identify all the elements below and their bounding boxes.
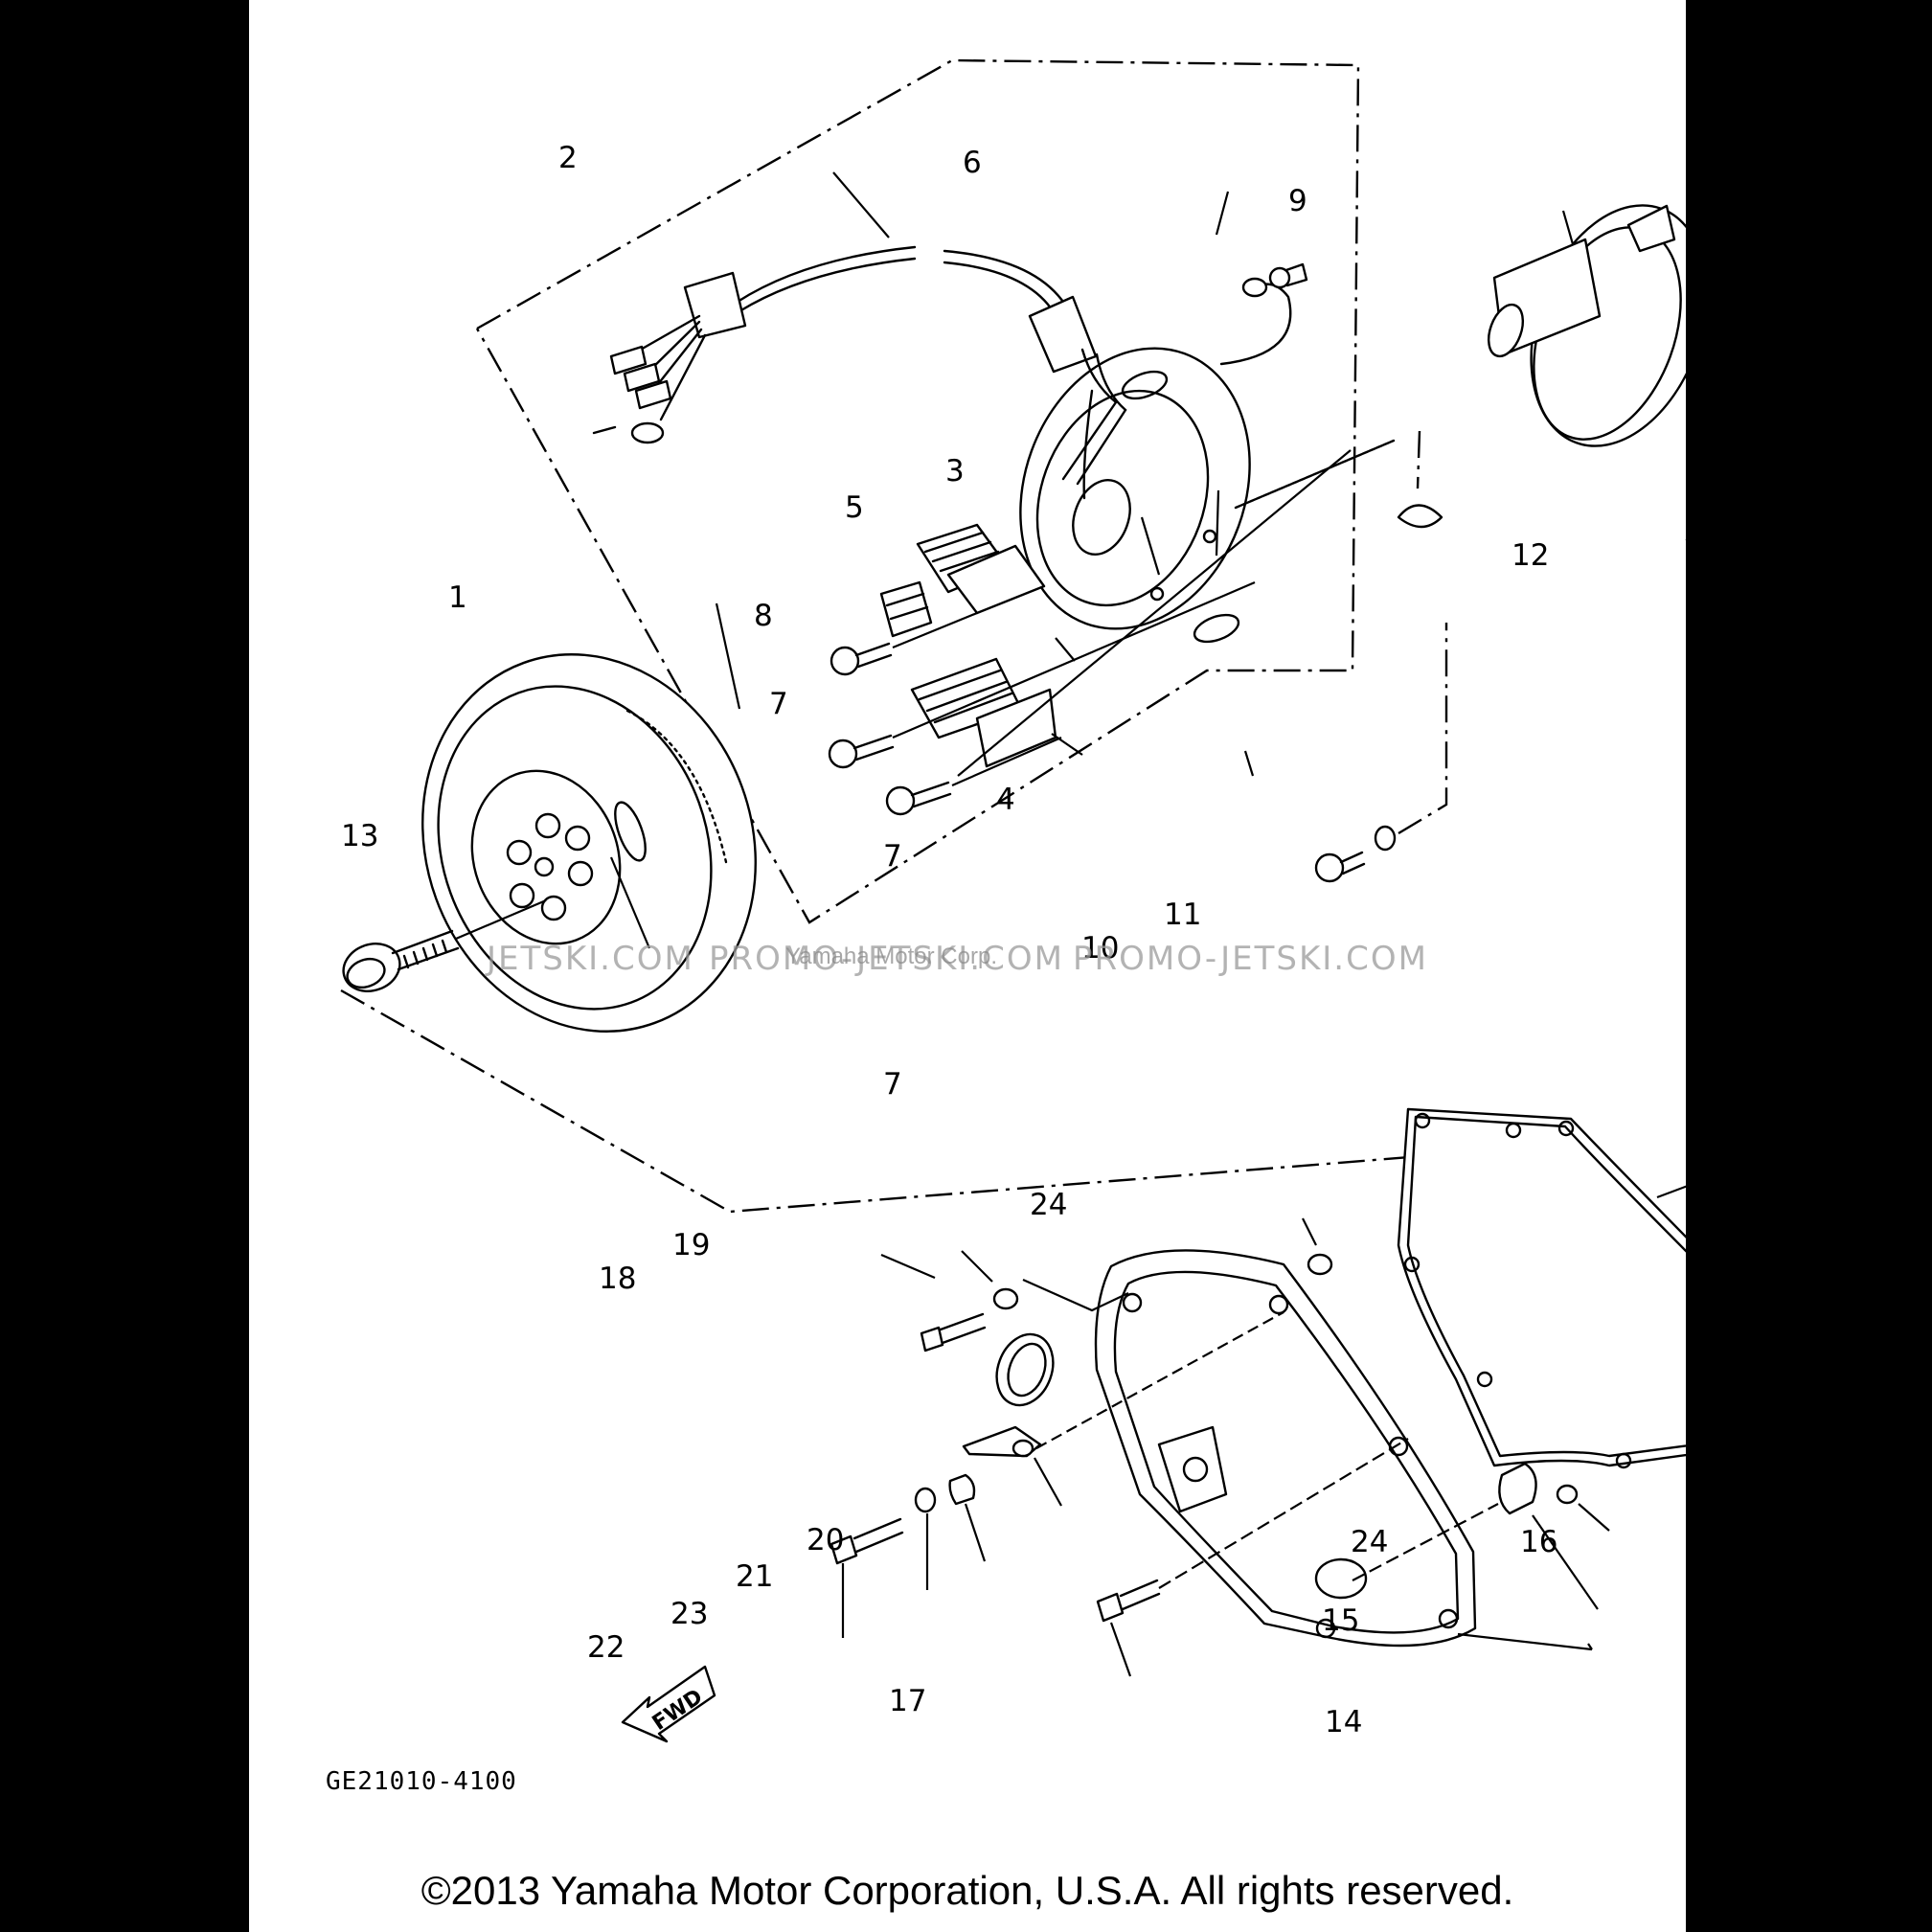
bolt-axis-line bbox=[455, 898, 547, 941]
callout-6: 6 bbox=[963, 146, 982, 180]
callout-20: 20 bbox=[807, 1523, 844, 1557]
washer-axis-line bbox=[1398, 623, 1448, 835]
callout-8: 8 bbox=[754, 599, 773, 633]
flywheel-axis-line bbox=[957, 449, 1352, 777]
dowel-pin bbox=[1307, 1253, 1333, 1276]
cable-band bbox=[962, 1332, 1055, 1458]
watermark-left: JETSKI.COM bbox=[485, 940, 694, 978]
charge-coil bbox=[916, 523, 1046, 615]
copyright-notice: ©2013 Yamaha Motor Corporation, U.S.A. A… bbox=[420, 1868, 1514, 1913]
cover-long-bolt bbox=[1096, 1579, 1161, 1623]
woodruff-key bbox=[1397, 504, 1443, 529]
exploded-parts-diagram: FWD 123456777891011121314151617181920212… bbox=[326, 58, 1686, 1796]
callout-7: 7 bbox=[769, 687, 788, 721]
collar bbox=[1498, 1462, 1537, 1515]
cover-gasket bbox=[1397, 1107, 1686, 1467]
bolt-axis-line bbox=[1158, 1438, 1409, 1589]
callout-11: 11 bbox=[1164, 898, 1201, 932]
callout-19: 19 bbox=[672, 1228, 710, 1262]
callout-10: 10 bbox=[1081, 931, 1119, 966]
callout-22: 22 bbox=[587, 1630, 625, 1665]
flywheel-group-boundary bbox=[340, 989, 1507, 1214]
callout-17: 17 bbox=[889, 1684, 926, 1718]
callout-7: 7 bbox=[883, 1067, 902, 1102]
stator-base-plate bbox=[1019, 347, 1251, 644]
screw-axis-line bbox=[892, 611, 978, 649]
band-bolt bbox=[830, 1517, 904, 1565]
band-washer bbox=[914, 1487, 937, 1513]
stator-screw bbox=[830, 642, 893, 676]
callout-leaders bbox=[609, 171, 1686, 1677]
gasket-axis-line bbox=[1656, 1185, 1686, 1199]
key-axis-line bbox=[1416, 430, 1421, 489]
callout-16: 16 bbox=[1520, 1525, 1557, 1559]
collar-axis-line bbox=[1352, 1503, 1499, 1581]
callout-7: 7 bbox=[883, 839, 902, 874]
stator-group-boundary bbox=[475, 58, 1360, 924]
callout-1: 1 bbox=[448, 580, 467, 615]
watermark-center: Yamaha Motor Corp. bbox=[785, 943, 997, 969]
magneto-cover bbox=[1094, 1249, 1477, 1648]
callout-9: 9 bbox=[1288, 184, 1307, 218]
callout-13: 13 bbox=[341, 819, 378, 853]
plate-bolt bbox=[1314, 851, 1366, 883]
cover-bolt bbox=[920, 1312, 987, 1352]
plate-washer bbox=[1374, 825, 1397, 852]
callout-4: 4 bbox=[996, 783, 1015, 817]
callout-24: 24 bbox=[1351, 1525, 1388, 1559]
band-axis-line bbox=[1035, 1311, 1284, 1449]
flywheel-nut bbox=[342, 929, 460, 992]
callout-5: 5 bbox=[845, 490, 864, 525]
band-collar bbox=[948, 1473, 976, 1506]
callout-15: 15 bbox=[1322, 1603, 1359, 1638]
callout-12: 12 bbox=[1512, 538, 1549, 573]
stator-screw bbox=[828, 734, 895, 769]
callout-21: 21 bbox=[736, 1559, 773, 1594]
callout-2: 2 bbox=[558, 141, 578, 175]
callout-18: 18 bbox=[599, 1261, 636, 1296]
callout-23: 23 bbox=[671, 1597, 708, 1631]
screw-axis-line bbox=[951, 736, 1062, 787]
bolt-axis-line bbox=[1022, 1278, 1129, 1312]
drawing-code: GE21010-4100 bbox=[326, 1767, 517, 1796]
crank-axis-line bbox=[1234, 439, 1396, 510]
gasket-holes bbox=[1403, 1112, 1632, 1469]
watermark-right: PROMO-JETSKI.COM bbox=[1073, 940, 1428, 978]
flywheel-rotor bbox=[421, 653, 757, 1033]
ground-lead bbox=[1219, 262, 1308, 366]
cover-washer bbox=[992, 1287, 1019, 1310]
stator-screw bbox=[885, 781, 952, 816]
callout-numbers: 1234567778910111213141516171819202122232… bbox=[341, 141, 1557, 1739]
watermark-middle: PROMO-JETSKI.COM bbox=[709, 940, 1064, 978]
forward-direction-arrow: FWD bbox=[621, 1665, 716, 1743]
dowel-pin bbox=[1556, 1484, 1579, 1505]
stator-lead-harness bbox=[592, 245, 1127, 486]
callout-24: 24 bbox=[1030, 1188, 1067, 1222]
callout-14: 14 bbox=[1325, 1705, 1362, 1739]
callout-3: 3 bbox=[945, 454, 965, 489]
crankshaft-end bbox=[1487, 204, 1686, 447]
pulser-coil bbox=[879, 580, 933, 638]
